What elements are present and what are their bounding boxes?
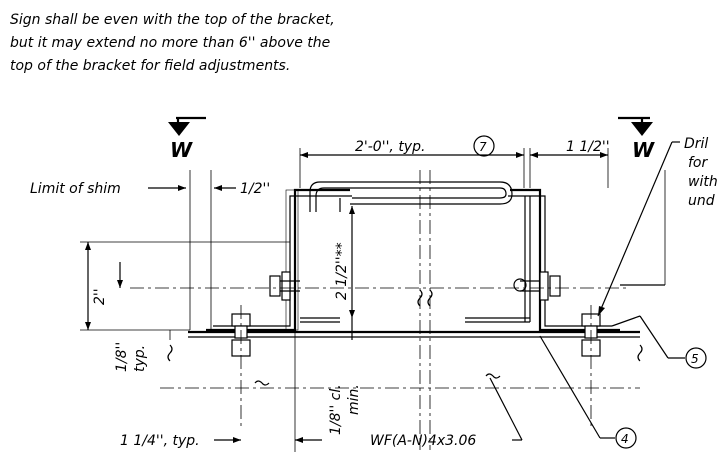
- note-line-3: top of the bracket for field adjustments…: [10, 58, 290, 74]
- hanger-clip: [300, 181, 531, 323]
- two-foot-typ-label: 2'-0'', typ.: [355, 139, 425, 155]
- two-inch-label: 2'': [92, 288, 108, 305]
- half-inch-label: 1/2'': [240, 181, 270, 197]
- bolt-left-upper: [269, 271, 300, 301]
- callout-seven: 7: [479, 140, 487, 154]
- section-mark-left: W: [168, 116, 206, 162]
- section-arrow-right-icon: [631, 122, 653, 136]
- one-eighth-typ-top: 1/8'': [114, 342, 130, 372]
- note-line-2: but it may extend no more than 6'' above…: [10, 35, 330, 51]
- one-quarter-dimension: 1 1/4'', typ.: [120, 330, 322, 452]
- limit-of-shim-dimension: Limit of shim 1/2'': [30, 170, 270, 330]
- section-arrow-left-icon: [168, 122, 190, 136]
- drill-line-4: und: [688, 193, 715, 209]
- callout-four-leader: 4: [539, 335, 637, 449]
- bracket-right: [508, 188, 620, 332]
- one-eighth-typ-dimension: 1/8'' typ.: [114, 342, 148, 372]
- section-mark-right: W: [618, 116, 655, 162]
- drill-line-2: for: [688, 155, 708, 171]
- one-eighth-cl-bottom: min.: [346, 384, 362, 415]
- wf-label: WF(A-N)4x3.06: [370, 433, 476, 449]
- one-half-dimension: 1 1/2'': [530, 139, 610, 188]
- note-line-1: Sign shall be even with the top of the b…: [10, 12, 335, 28]
- two-foot-dimension: 2'-0'', typ. 7: [299, 135, 531, 188]
- wf-leader: WF(A-N)4x3.06: [370, 377, 523, 449]
- two-half-star-label: 2 1/2''**: [334, 242, 350, 300]
- drill-line-1: Dril: [684, 136, 708, 152]
- drill-line-3: with: [688, 174, 718, 190]
- drill-note: Dril for with und: [597, 136, 718, 317]
- section-letter-right: W: [632, 138, 655, 162]
- two-inch-dimension: 2'': [80, 241, 290, 331]
- one-eighth-cl-top: 1/8'' cl.: [328, 384, 344, 435]
- callout-five-leader: 5: [611, 315, 707, 369]
- callout-four: 4: [621, 432, 629, 446]
- one-eighth-cl-dimension: 1/8'' cl. min.: [328, 318, 362, 435]
- callout-five: 5: [691, 352, 699, 366]
- break-marks: [167, 289, 643, 386]
- one-quarter-typ-label: 1 1/4'', typ.: [120, 433, 200, 449]
- limit-of-shim-label: Limit of shim: [30, 181, 121, 197]
- one-eighth-typ-bottom: typ.: [132, 345, 148, 372]
- centerlines: [130, 170, 640, 450]
- general-note: Sign shall be even with the top of the b…: [10, 12, 335, 74]
- bolt-right-upper: [513, 271, 561, 301]
- one-half-label: 1 1/2'': [566, 139, 610, 155]
- two-half-dimension: 2 1/2''**: [334, 206, 355, 318]
- section-letter-left: W: [170, 138, 193, 162]
- sign-panel: [169, 330, 640, 340]
- bracket-left: [206, 188, 352, 332]
